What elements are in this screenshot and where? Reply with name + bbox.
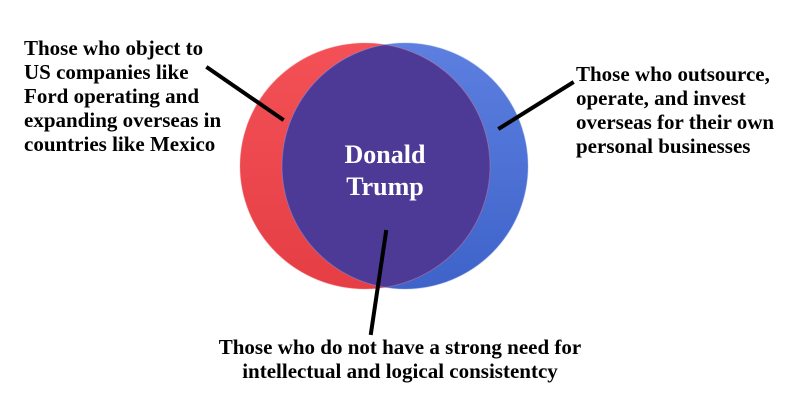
left-annotation-line-4: expanding overseas in xyxy=(24,108,222,132)
center-label: Donald Trump xyxy=(300,139,470,203)
left-annotation-line-5: countries like Mexico xyxy=(24,132,216,156)
right-annotation-line-4: personal businesses xyxy=(576,134,751,158)
bottom-annotation: Those who do not have a strong need for … xyxy=(150,335,650,383)
right-annotation-line-1: Those who outsource, xyxy=(576,62,770,86)
left-circle-edge xyxy=(239,42,491,290)
bottom-annotation-line-1: Those who do not have a strong need for xyxy=(218,335,582,359)
right-annotation: Those who outsource, operate, and invest… xyxy=(576,62,774,158)
left-annotation: Those who object to US companies like Fo… xyxy=(24,36,221,156)
right-annotation-line-2: operate, and invest xyxy=(576,86,746,110)
center-label-line-2: Trump xyxy=(346,172,424,201)
right-leader-line xyxy=(497,80,575,131)
right-circle-edge xyxy=(281,42,529,290)
center-label-line-1: Donald xyxy=(344,140,426,169)
left-annotation-line-2: US companies like xyxy=(24,60,189,84)
overlap-region xyxy=(282,43,490,289)
left-leader-line xyxy=(205,65,285,122)
bottom-annotation-line-2: intellectual and logical consistentcy xyxy=(242,359,558,383)
bottom-leader-line xyxy=(368,229,389,336)
left-annotation-line-3: Ford operating and xyxy=(24,84,200,108)
left-annotation-line-1: Those who object to xyxy=(24,36,204,60)
right-annotation-line-3: overseas for their own xyxy=(576,110,775,134)
